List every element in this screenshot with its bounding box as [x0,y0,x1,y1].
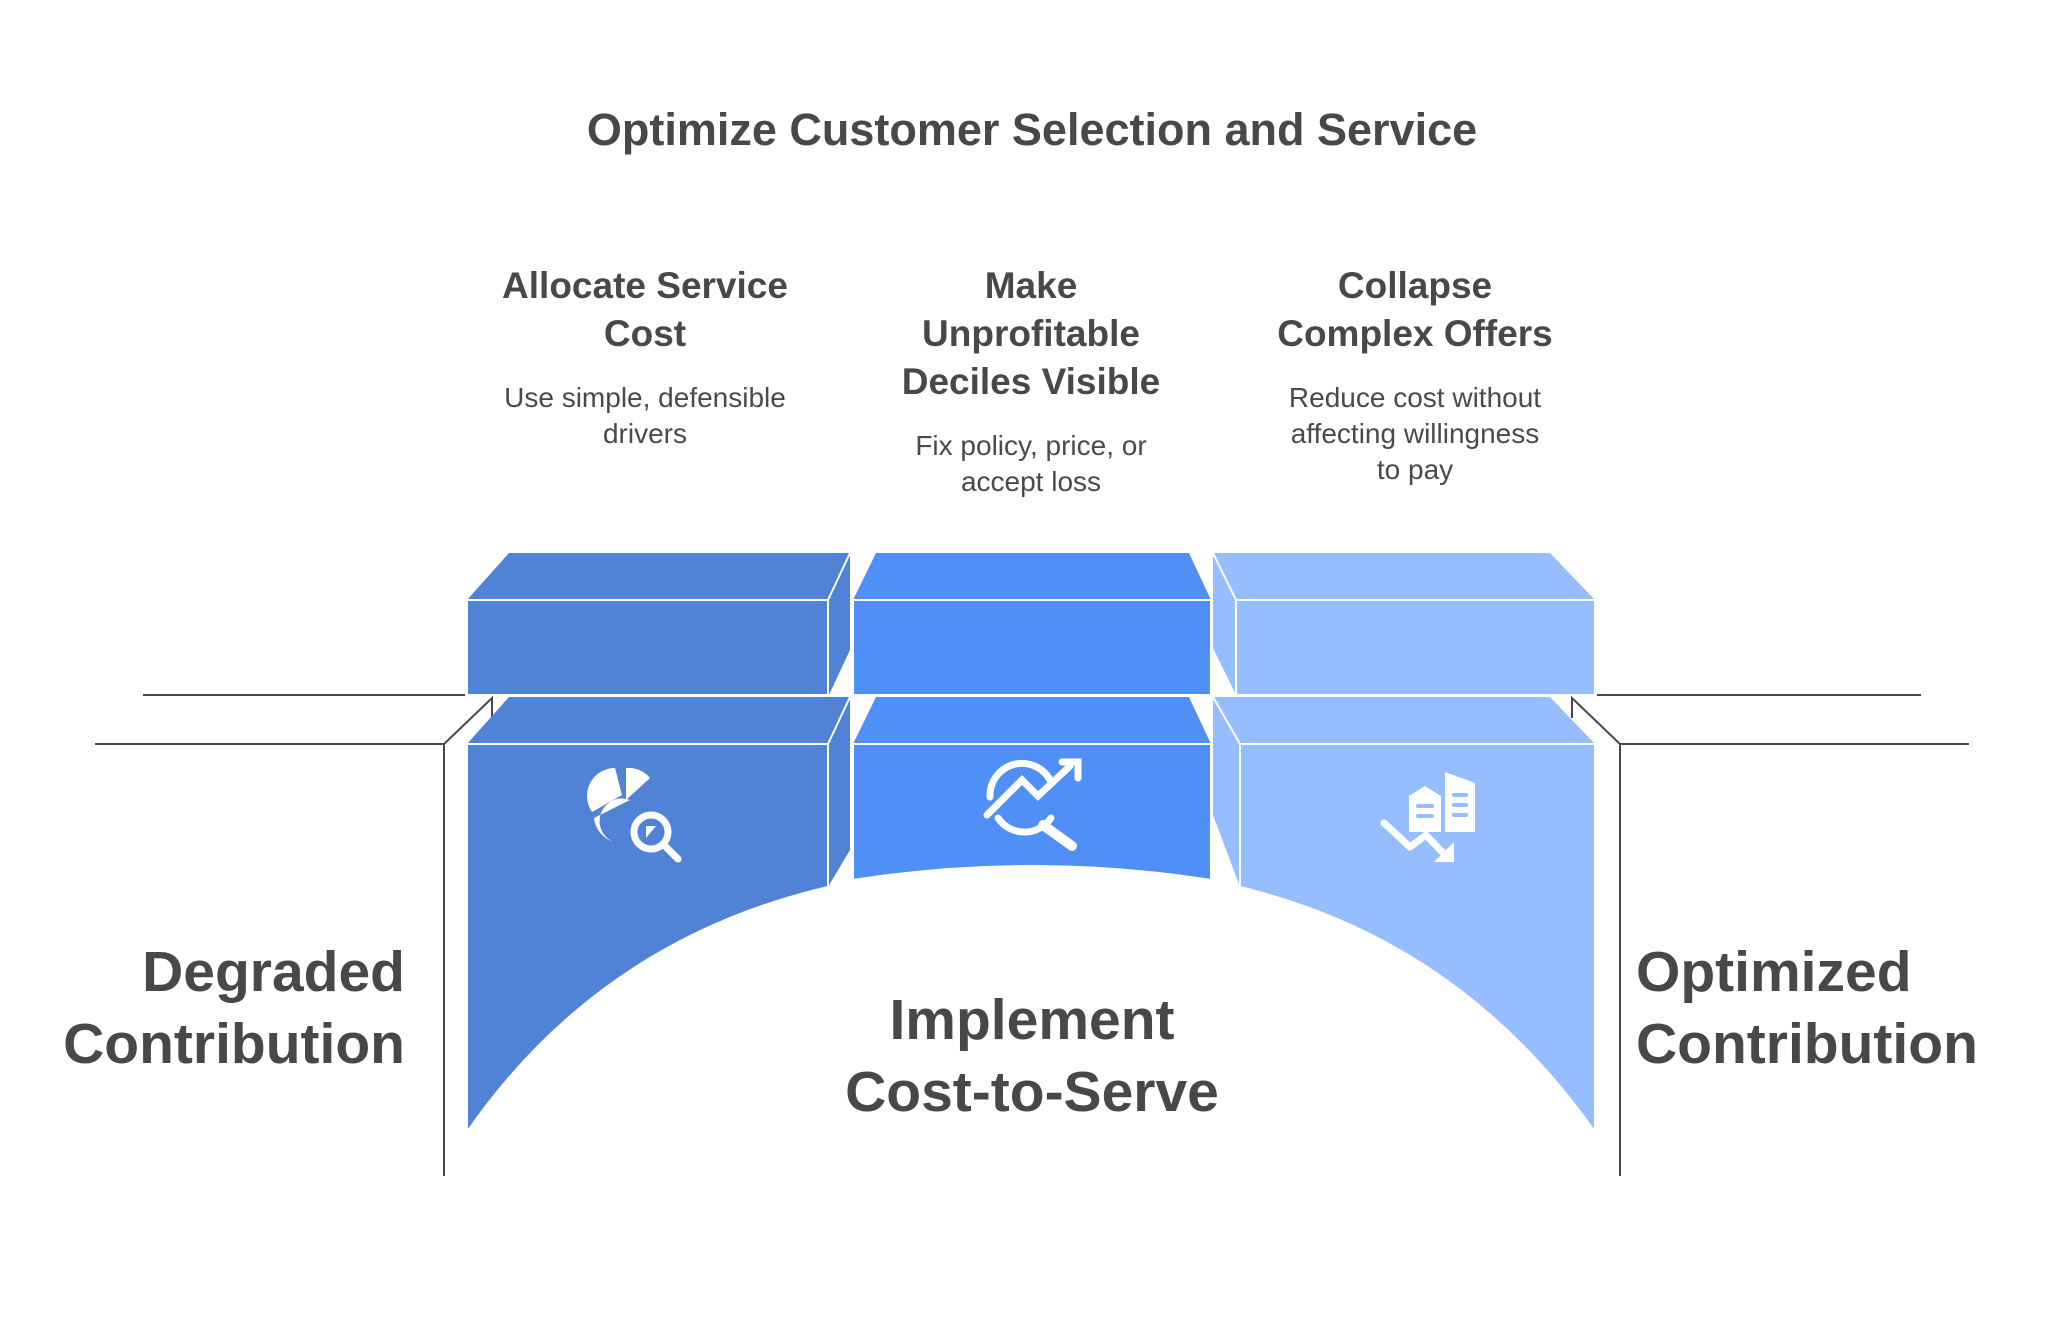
upper-block-3 [1212,552,1596,696]
lower-block-2 [852,697,1212,882]
left-label: Degraded Contribution [63,940,405,1076]
lower-block-1 [466,696,851,1136]
buildings-downtrend-icon [1380,772,1475,862]
step-2-text: Make Unprofitable Deciles Visible Fix po… [856,262,1206,500]
trend-analysis-magnifier-icon [983,758,1082,851]
step-1-text: Allocate Service Cost Use simple, defens… [470,262,820,452]
diagram-title: Optimize Customer Selection and Service [586,104,1478,155]
upper-block-1 [466,552,851,697]
step-2-description: Fix policy, price, or accept loss [915,430,1147,497]
step-2-heading: Make Unprofitable Deciles Visible [901,265,1161,402]
step-3-description: Reduce cost without affecting willingnes… [1288,382,1542,485]
upper-block-2 [852,553,1212,696]
lower-block-3 [1212,696,1596,1136]
pie-chart-magnifier-icon [586,767,682,863]
step-1-description: Use simple, defensible drivers [504,382,786,449]
center-label: Implement Cost-to-Serve [845,988,1219,1124]
right-bank [1571,694,1969,1176]
step-3-heading: Collapse Complex Offers [1277,265,1553,354]
step-1-heading: Allocate Service Cost [502,265,788,354]
step-3-text: Collapse Complex Offers Reduce cost with… [1240,262,1590,488]
left-bank [95,694,493,1176]
right-label: Optimized Contribution [1636,940,1978,1076]
